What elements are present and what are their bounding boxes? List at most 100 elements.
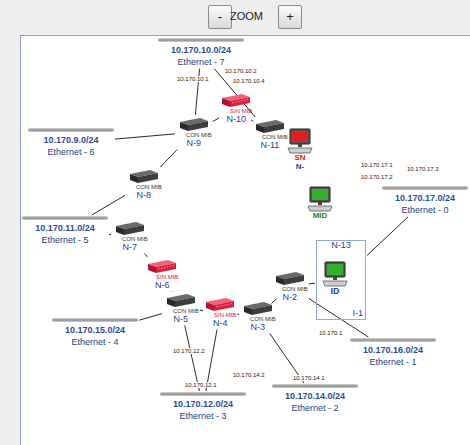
con-mib-router-icon — [178, 116, 210, 132]
node-id: N-2 — [283, 293, 298, 303]
segment-name: Ethernet - 1 — [369, 358, 416, 368]
subnet-address: 10.170.12.0/24 — [173, 400, 233, 410]
router-type: SIN MIB — [230, 108, 252, 115]
router-type: SIN MIB — [214, 312, 236, 319]
network-link — [213, 118, 219, 122]
ip-address: 10.170.10.2 — [224, 68, 258, 74]
ip-address: 10.170.14.2 — [232, 372, 266, 378]
ethernet-bar — [160, 392, 246, 396]
node-id: N-3 — [251, 323, 266, 333]
zoom-button: - — [208, 5, 232, 29]
ip-address: 10.170.14.1 — [292, 375, 326, 381]
router-type: SIN MIB — [156, 274, 178, 281]
ethernet-segment: 10.170.16.0/24Ethernet - 1 — [350, 338, 436, 368]
segment-name: Ethernet - 3 — [179, 412, 226, 422]
ethernet-segment: 10.170.15.0/24Ethernet - 4 — [52, 318, 138, 348]
node-id: N-11 — [260, 141, 279, 151]
network-link — [109, 234, 111, 235]
network-link — [200, 310, 203, 311]
host-node: ID — [321, 261, 349, 297]
router-type: CON MIB — [262, 134, 288, 141]
node-id: N-10 — [226, 115, 246, 125]
con-mib-router-icon — [242, 300, 274, 316]
segment-name: Ethernet - 0 — [401, 206, 448, 216]
computer-icon — [306, 186, 334, 212]
network-link — [214, 69, 255, 117]
segment-name: Ethernet - 6 — [47, 148, 94, 158]
subnet-address: 10.170.15.0/24 — [65, 326, 125, 336]
segment-name: Ethernet - 7 — [177, 58, 224, 68]
segment-name: Ethernet - 2 — [291, 404, 338, 414]
subnet-address: 10.170.17.0/24 — [395, 194, 455, 204]
network-link — [309, 283, 315, 285]
host-node: MID — [306, 186, 334, 221]
network-link — [145, 253, 148, 257]
ethernet-segment: 10.170.10.0/24Ethernet - 7 — [158, 38, 244, 68]
network-link — [309, 298, 369, 337]
router-node: CON MIBN-7 — [112, 220, 148, 252]
network-link — [115, 134, 175, 139]
ethernet-segment: 10.170.17.0/24Ethernet - 0 — [382, 186, 468, 216]
network-link — [237, 314, 239, 315]
network-link — [271, 299, 276, 303]
router-node: CON MIBN-5 — [163, 292, 199, 324]
ethernet-bar — [382, 186, 468, 190]
router-node: SIN MIBN-4 — [204, 296, 236, 328]
ethernet-segment: 10.170.12.0/24Ethernet - 3 — [160, 392, 246, 422]
con-mib-router-icon — [254, 118, 286, 134]
ethernet-segment: 10.170.11.0/24Ethernet - 5 — [22, 216, 108, 246]
router-node: CON MIBN-3 — [240, 300, 276, 332]
network-link — [92, 195, 125, 215]
subnet-address: 10.170.9.0/24 — [43, 136, 98, 146]
ethernet-bar — [22, 216, 108, 220]
ip-address: 10.170.10.1 — [176, 76, 210, 82]
node-id: N- — [296, 163, 304, 172]
router-type: CON MIB — [250, 316, 276, 323]
zoom-button: + — [278, 5, 302, 29]
router-type: CON MIB — [136, 184, 162, 191]
network-link — [160, 149, 177, 167]
con-mib-router-icon — [128, 168, 160, 184]
con-mib-router-icon — [165, 292, 197, 308]
ip-address: 10.170.17.3 — [406, 166, 440, 172]
ethernet-bar — [52, 318, 138, 322]
ethernet-bar — [28, 128, 114, 132]
network-link — [139, 314, 162, 321]
host-node: SNN- — [286, 128, 314, 172]
ethernet-bar — [158, 38, 244, 42]
ip-address: 10.170.17.2 — [360, 174, 394, 180]
toolbar-title: ZOOM — [230, 10, 263, 22]
router-node: SIN MIBN-6 — [146, 258, 178, 290]
ip-address: 10.170.12.1 — [184, 382, 218, 388]
sin-mib-router-icon — [146, 258, 178, 274]
node-id: N-7 — [123, 243, 138, 253]
button-label: - — [218, 10, 222, 24]
computer-icon — [321, 261, 349, 287]
con-mib-router-icon — [274, 270, 306, 286]
ip-address: 10.170.10.4 — [232, 78, 266, 84]
network-link — [367, 217, 408, 256]
ip-address: 10.170.17.1 — [360, 162, 394, 168]
ethernet-segment: 10.170.14.0/24Ethernet - 2 — [272, 384, 358, 414]
subnet-address: 10.170.16.0/24 — [363, 346, 423, 356]
ethernet-bar — [350, 338, 436, 342]
ip-address: 10.170.1 — [318, 330, 343, 336]
button-label: + — [286, 10, 294, 24]
host-label: ID — [331, 287, 340, 297]
router-node: CON MIBN-8 — [126, 168, 162, 200]
router-type: CON MIB — [122, 236, 148, 243]
node-id: N-5 — [174, 315, 189, 325]
node-id: I-1 — [352, 309, 363, 319]
node-group-box: N-13I-1ID — [316, 240, 366, 320]
router-type: CON MIB — [186, 132, 212, 139]
host-label: SN — [294, 154, 305, 163]
node-id: N-4 — [213, 319, 228, 329]
computer-icon — [286, 128, 314, 154]
node-id: N-8 — [137, 191, 152, 201]
network-link — [171, 291, 172, 292]
ip-address: 10.170.12.2 — [172, 348, 206, 354]
router-node: SIN MIBN-10 — [220, 92, 252, 124]
router-type: CON MIB — [173, 308, 199, 315]
node-id: N-9 — [187, 139, 202, 149]
router-node: CON MIBN-2 — [272, 270, 308, 302]
